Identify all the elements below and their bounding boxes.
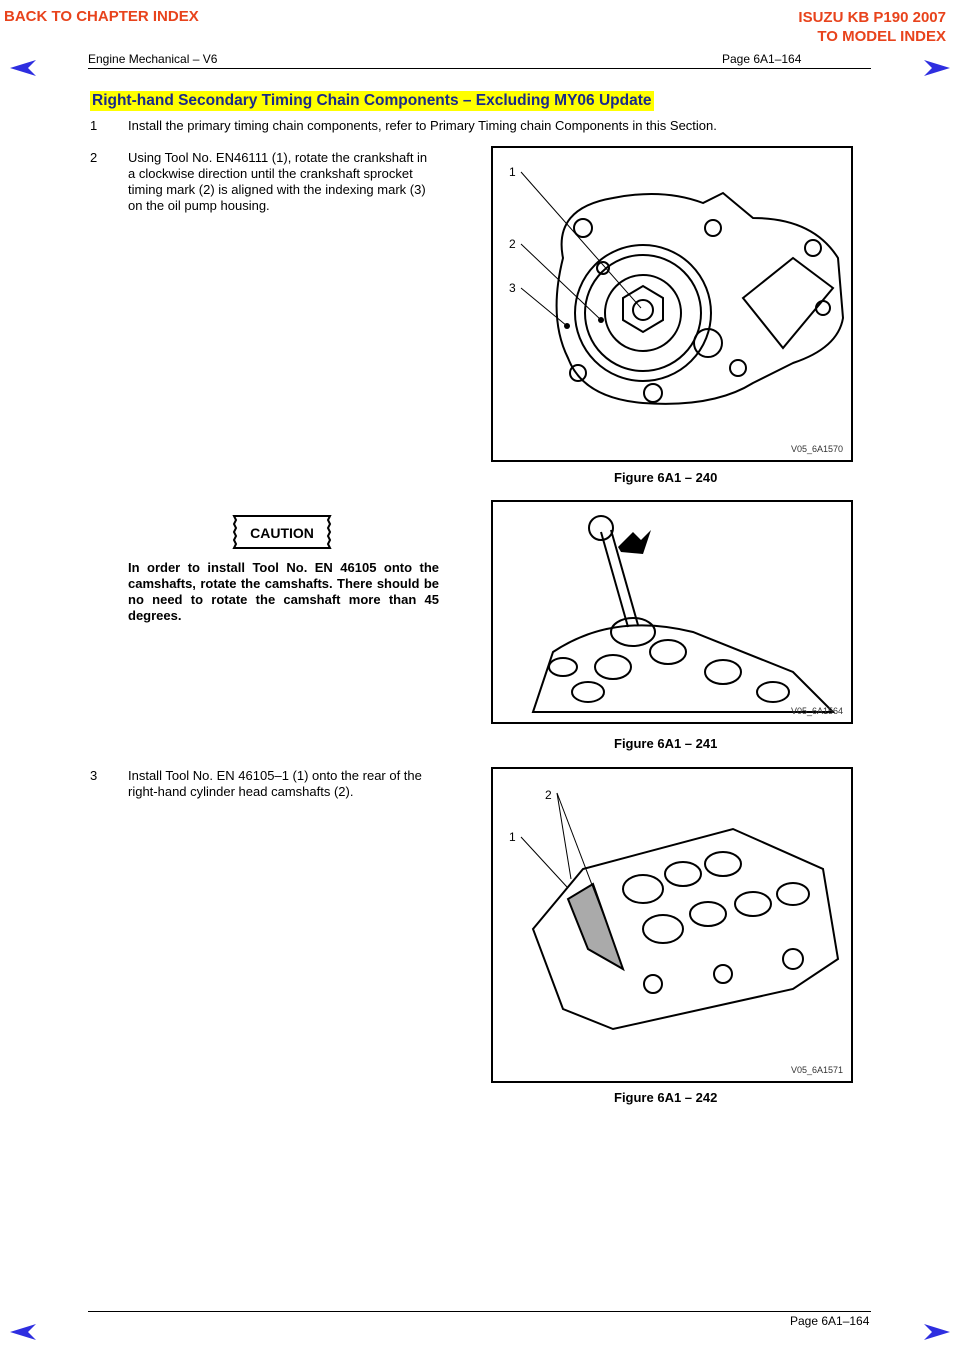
step-text: Install the primary timing chain compone… — [128, 118, 717, 133]
model-name: ISUZU KB P190 2007 — [798, 9, 946, 26]
figure-code: V05_6A1570 — [790, 444, 843, 454]
figure-code: V05_6A1564 — [790, 706, 843, 716]
step-text: Using Tool No. EN46111 (1), rotate the c… — [128, 150, 468, 214]
caution-label: CAUTION — [250, 525, 314, 541]
step-text-line: Install Tool No. EN 46105–1 (1) onto the… — [128, 768, 422, 783]
previous-page-arrow-bottom-icon[interactable] — [8, 1322, 38, 1342]
step-text-line: Using Tool No. EN46111 (1), rotate the c… — [128, 150, 428, 165]
to-model-index-label: TO MODEL INDEX — [817, 28, 946, 45]
previous-page-arrow-icon[interactable] — [8, 58, 38, 78]
next-page-arrow-bottom-icon[interactable] — [922, 1322, 952, 1342]
step-number: 1 — [90, 118, 98, 133]
camshaft-wrench-illustration — [531, 515, 836, 713]
caution-badge: CAUTION — [232, 515, 332, 549]
step-number: 3 — [90, 768, 98, 783]
figure-caption: Figure 6A1 – 240 — [614, 470, 718, 485]
oil-pump-housing-illustration: 1 2 3 — [509, 165, 845, 405]
step-text-line: on the oil pump housing. — [128, 198, 270, 213]
figure-caption: Figure 6A1 – 241 — [614, 736, 718, 751]
model-index-link[interactable]: ISUZU KB P190 2007 TO MODEL INDEX — [798, 8, 946, 46]
callout-3: 3 — [509, 281, 516, 295]
figure-241-camshaft-rotation: V05_6A1564 — [491, 500, 853, 724]
section-title: Right-hand Secondary Timing Chain Compon… — [90, 91, 654, 111]
cylinder-head-illustration: 2 1 — [509, 788, 840, 1031]
footer-rule — [88, 1311, 871, 1312]
figure-code: V05_6A1571 — [790, 1065, 843, 1075]
callout-2: 2 — [509, 237, 516, 251]
callout-1: 1 — [509, 830, 516, 844]
header-page-number: Page 6A1–164 — [722, 52, 802, 66]
step-number: 2 — [90, 150, 98, 165]
next-page-arrow-icon[interactable] — [922, 58, 952, 78]
figure-240-timing-sprocket: 1 2 3 V05_6A1570 — [491, 146, 853, 462]
callout-1: 1 — [509, 165, 516, 179]
figure-242-camshaft-holding-tool: 2 1 V05_6A1571 — [491, 767, 853, 1083]
step-text-line: a clockwise direction until the cranksha… — [128, 166, 413, 181]
step-text-line: timing mark (2) is aligned with the inde… — [128, 182, 426, 197]
step-text-line: right-hand cylinder head camshafts (2). — [128, 784, 354, 799]
figure-caption: Figure 6A1 – 242 — [614, 1090, 718, 1105]
callout-2: 2 — [545, 788, 552, 802]
header-section-name: Engine Mechanical – V6 — [88, 52, 218, 66]
step-text: Install Tool No. EN 46105–1 (1) onto the… — [128, 768, 468, 800]
header-rule — [88, 68, 871, 69]
back-to-chapter-index-link[interactable]: BACK TO CHAPTER INDEX — [4, 8, 199, 25]
footer-page-number: Page 6A1–164 — [790, 1314, 870, 1328]
caution-text: In order to install Tool No. EN 46105 on… — [128, 560, 439, 623]
